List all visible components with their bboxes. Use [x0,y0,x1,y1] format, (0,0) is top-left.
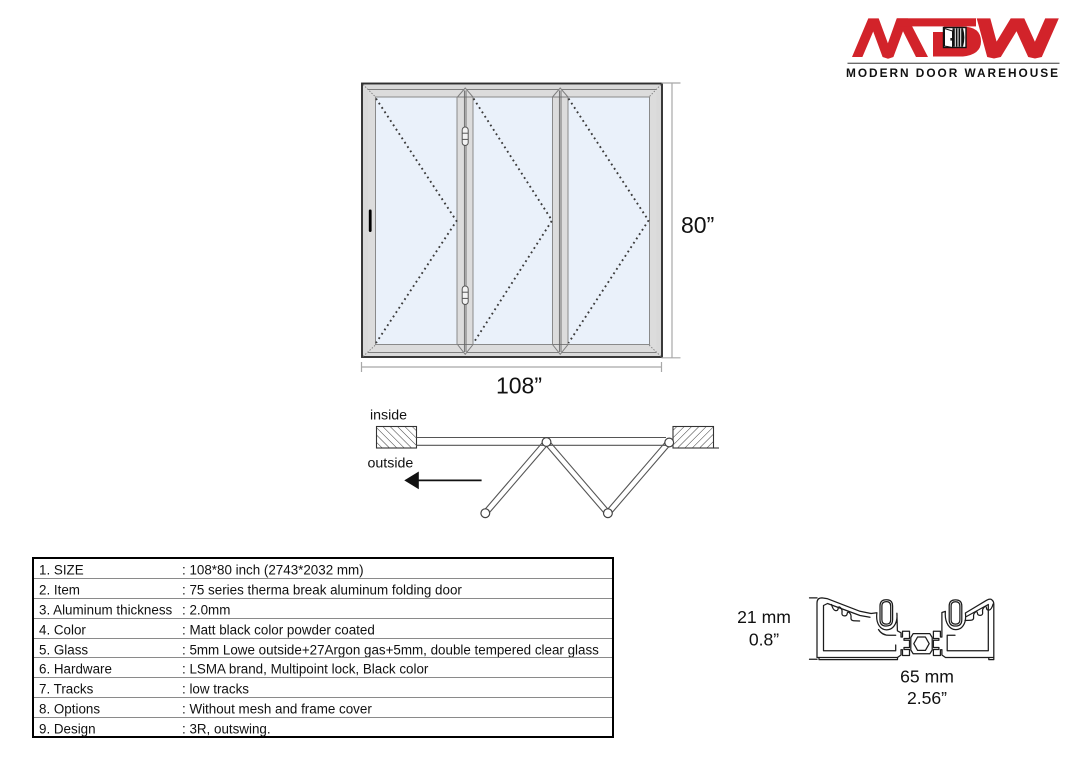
svg-text:MODERN DOOR WAREHOUSE: MODERN DOOR WAREHOUSE [846,66,1060,80]
svg-text:65 mm: 65 mm [900,667,954,687]
svg-text:21 mm: 21 mm [737,607,791,627]
svg-text:outside: outside [368,456,414,472]
svg-text:0.8”: 0.8” [749,629,779,649]
svg-text:108”: 108” [496,372,542,398]
svg-text:80”: 80” [681,212,714,238]
svg-text:2.56”: 2.56” [907,688,947,708]
svg-text:inside: inside [370,407,407,423]
